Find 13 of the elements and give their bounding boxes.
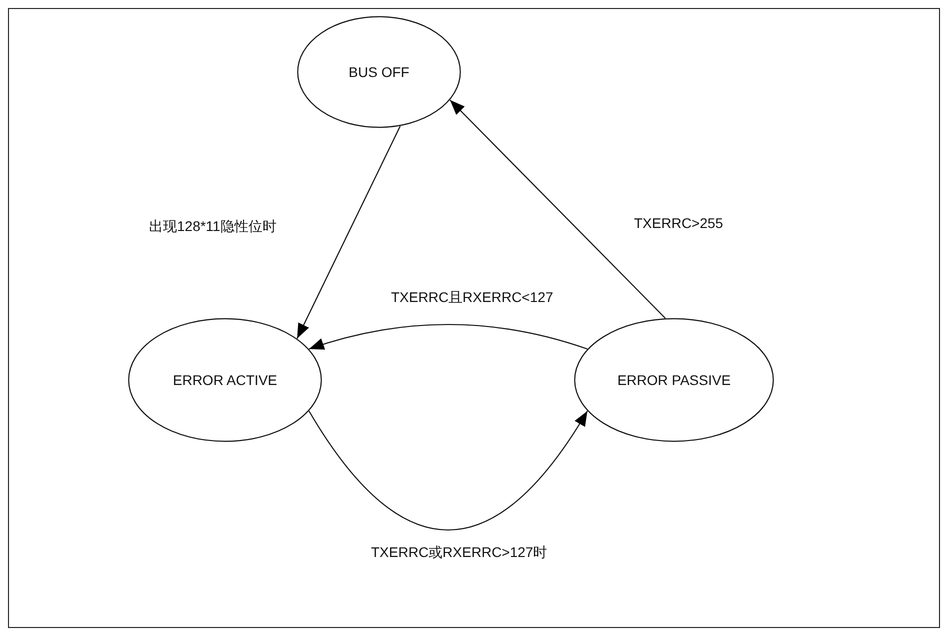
edge-label: TXERRC>255	[633, 215, 724, 231]
edge-label: TXERRC或RXERRC>127时	[370, 544, 548, 562]
arrow	[296, 126, 401, 339]
arrow	[450, 100, 666, 319]
edge-label: 出现128*11隐性位时	[148, 218, 278, 236]
state-name: ERROR PASSIVE	[617, 372, 731, 388]
state-ellipse	[128, 318, 322, 442]
state-ellipse	[574, 318, 774, 442]
arrow	[308, 410, 588, 530]
state-ellipse	[297, 16, 461, 128]
state-name: BUS OFF	[348, 64, 410, 80]
state-name: ERROR ACTIVE	[172, 372, 278, 388]
arrow	[308, 324, 588, 350]
